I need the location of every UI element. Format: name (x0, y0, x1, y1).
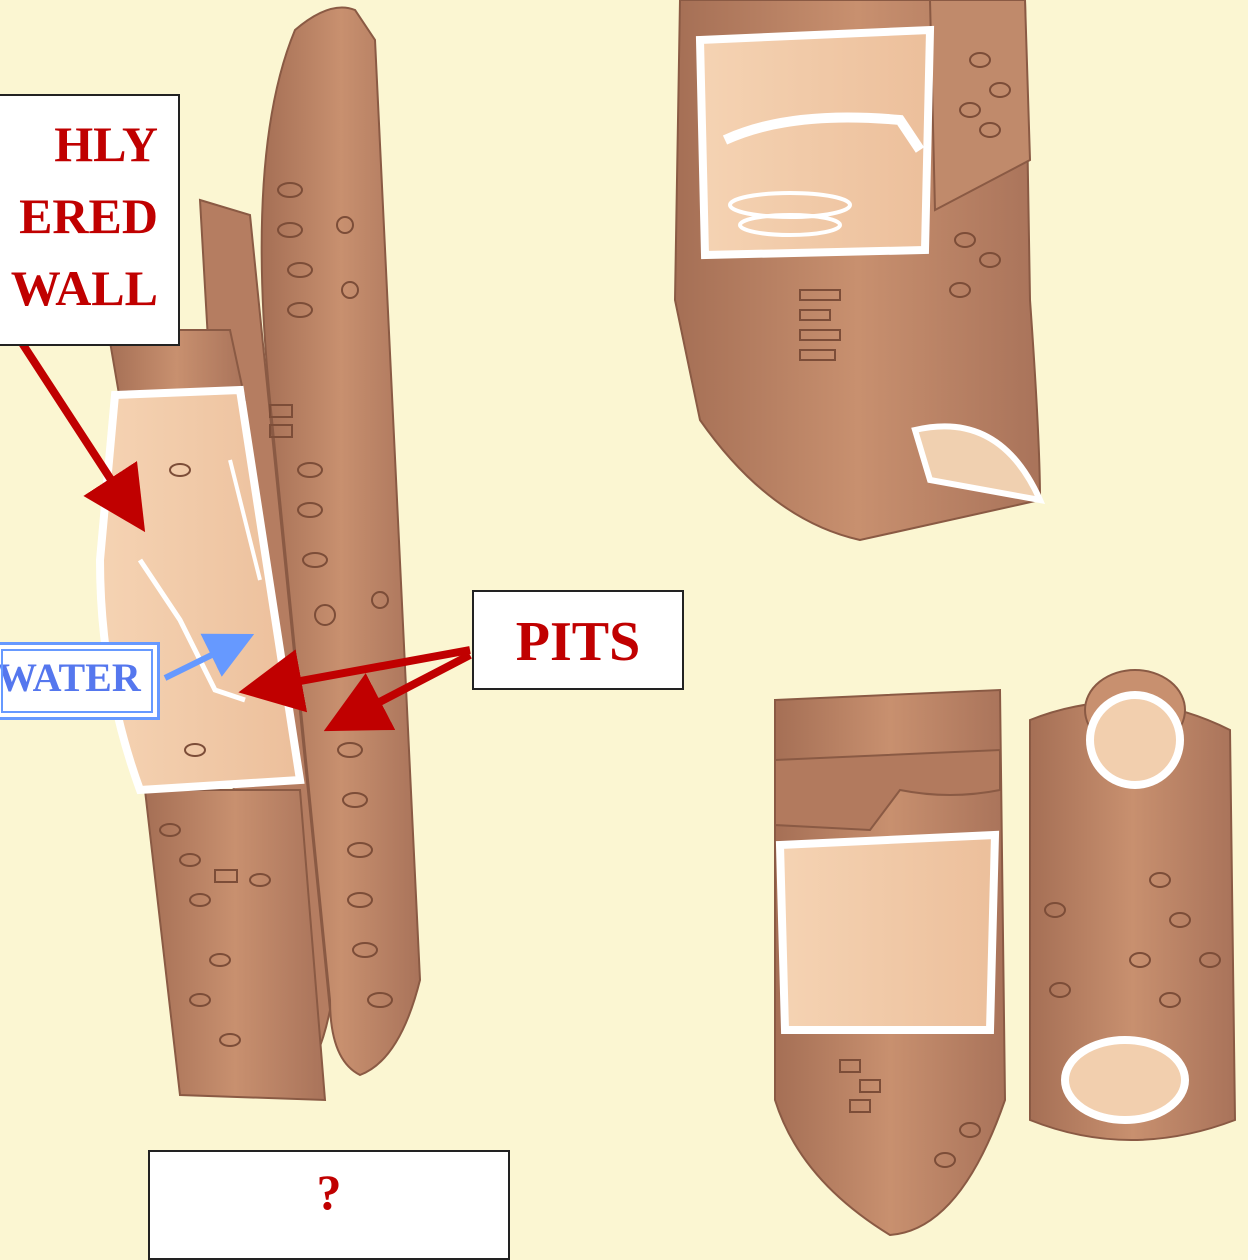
vessel-element-top (675, 0, 1040, 540)
question-label: ? (148, 1150, 510, 1260)
vessel-element-bottom (775, 670, 1235, 1235)
water-label: WATER (0, 642, 160, 720)
pits-label: PITS (472, 590, 684, 690)
lignified-line-2: ERED (0, 180, 158, 252)
lignified-line-3: WALL (0, 252, 158, 324)
lignified-line-1: HLY (0, 108, 158, 180)
lignified-wall-label: HLY ERED WALL (0, 94, 180, 346)
